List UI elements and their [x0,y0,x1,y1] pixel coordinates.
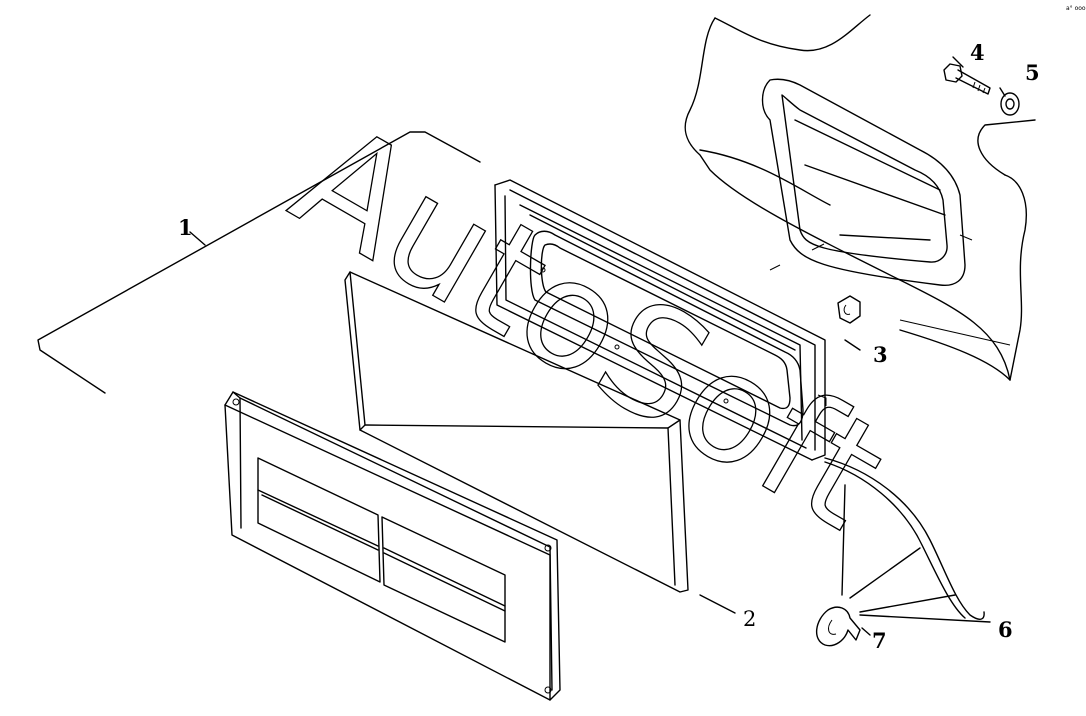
callout-2: 2 [743,607,756,631]
callout-4: 4 [970,40,985,65]
callout-1: 1 [178,215,193,240]
bolt [943,63,991,95]
callout-3: 3 [873,342,888,367]
hose-retainer [816,606,861,647]
grille [224,391,561,701]
washer [1000,92,1020,116]
callout-6: 6 [998,617,1013,642]
callout-7: 7 [872,628,887,653]
leader-lines [37,56,1006,636]
watermark-text: AutoSoft [267,90,912,563]
corner-mark: a° ooo [1066,5,1086,12]
body-panel [684,14,1036,381]
window-frame [494,179,827,461]
drain-hose [824,457,985,620]
gasket [344,271,689,593]
clip [837,295,861,324]
callout-5: 5 [1025,60,1040,85]
watermark: AutoSoft [266,90,912,564]
